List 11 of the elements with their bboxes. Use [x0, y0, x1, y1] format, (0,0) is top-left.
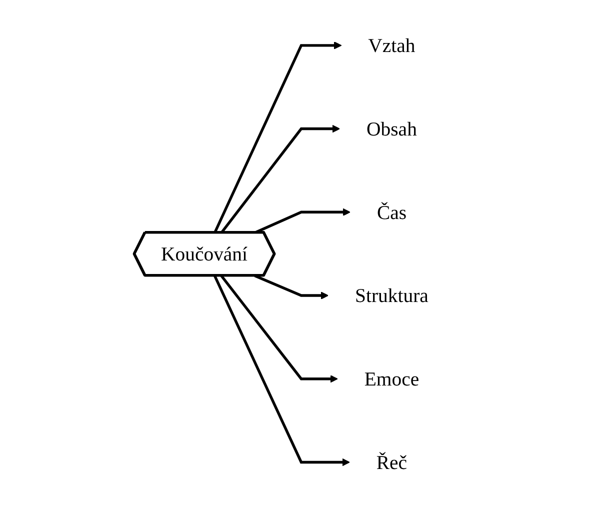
diagram: Vztah Obsah Čas Koučování Struktura Emoce Řeč [127, 10, 463, 498]
arrow [254, 274, 329, 300]
arrow [214, 42, 342, 234]
arrow [214, 275, 350, 466]
node-text: Vztah [368, 34, 416, 57]
node-text: Řeč [376, 451, 408, 474]
node-text: Čas [377, 201, 407, 224]
node-text: Obsah [366, 118, 418, 140]
arrow [220, 275, 338, 383]
node-text: Struktura [355, 284, 429, 307]
node-text: Emoce [364, 368, 420, 390]
